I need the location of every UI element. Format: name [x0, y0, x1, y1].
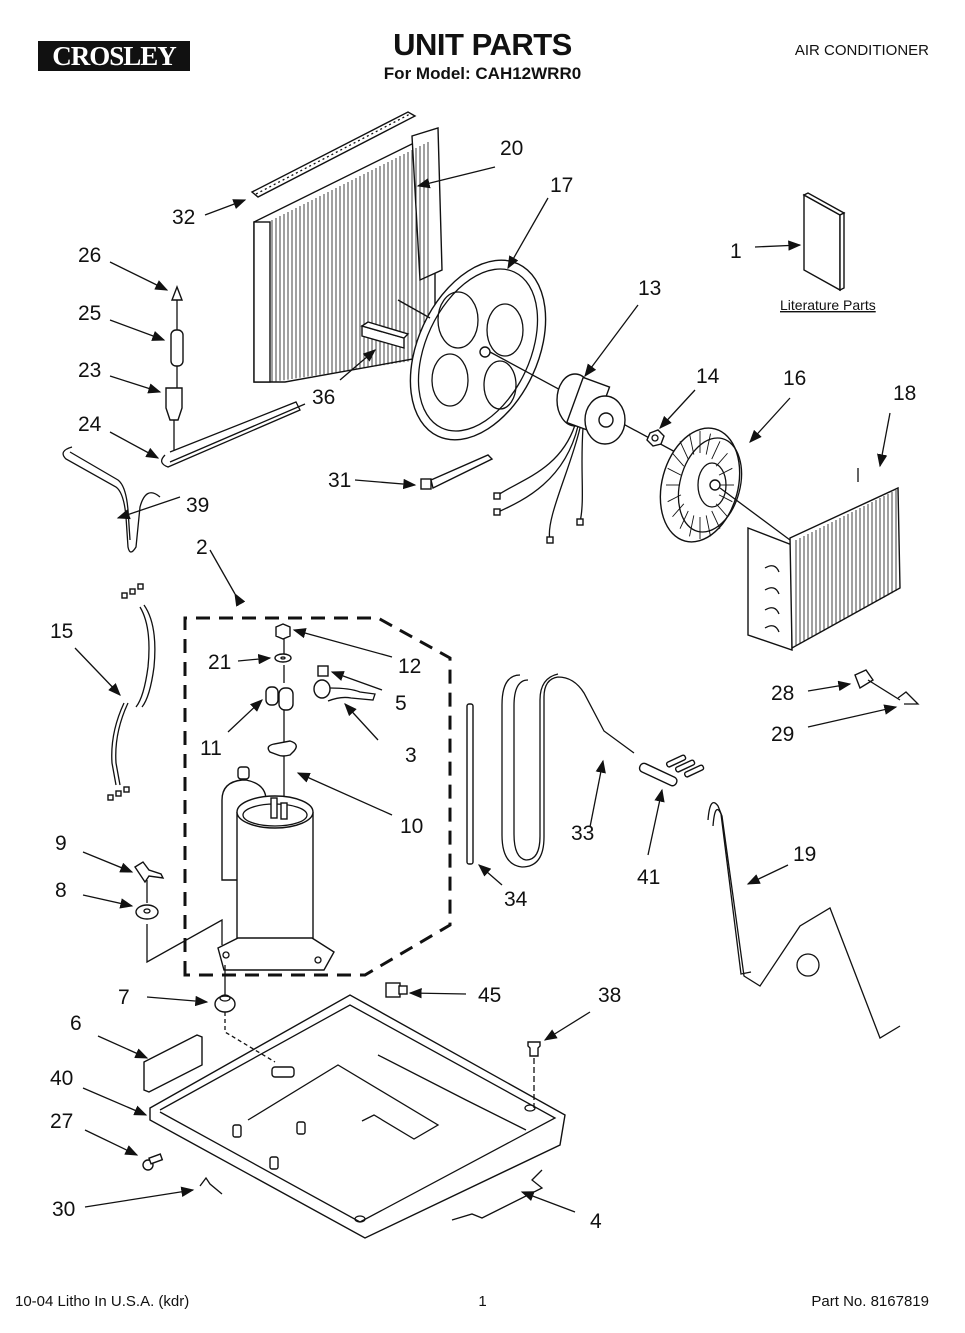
callout-7: 7	[118, 986, 130, 1009]
callout-8: 8	[55, 879, 67, 902]
part-33-capillary-tube[interactable]	[501, 673, 635, 868]
callout-13: 13	[638, 277, 661, 300]
part-12-nut[interactable]	[275, 623, 291, 640]
callout-24: 24	[78, 413, 102, 436]
product-category: AIR CONDITIONER	[794, 42, 929, 59]
part-16-blower-wheel[interactable]	[648, 419, 751, 551]
part-28-bracket[interactable]	[854, 669, 874, 690]
callout-39: 39	[186, 494, 209, 517]
callout-45: 45	[478, 984, 501, 1007]
literature-parts-label: Literature Parts	[780, 297, 876, 313]
callout-36: 36	[312, 386, 335, 409]
callout-26: 26	[78, 244, 101, 267]
callout-11: 11	[200, 737, 222, 760]
part-14-nut[interactable]	[646, 429, 665, 447]
part-30-clip[interactable]	[199, 1176, 223, 1195]
part-5-overload-spring[interactable]	[317, 665, 329, 677]
callout-28: 28	[771, 682, 794, 705]
part-24-drain-tube[interactable]	[161, 401, 306, 468]
part-23-connector[interactable]	[165, 387, 183, 421]
callout-16: 16	[783, 367, 806, 390]
callout-12: 12	[398, 655, 421, 678]
part-38-plug[interactable]	[527, 1041, 541, 1057]
callout-4: 4	[590, 1210, 602, 1233]
page-title: UNIT PARTS	[393, 27, 572, 62]
part-7-mounting-grommet[interactable]	[214, 994, 236, 1013]
callout-3: 3	[405, 744, 417, 767]
part-40-base-pan[interactable]	[149, 994, 566, 1239]
callout-21: 21	[208, 651, 231, 674]
callout-23: 23	[78, 359, 101, 382]
part-13-fan-motor[interactable]	[489, 351, 691, 544]
part-21-washer[interactable]	[274, 653, 292, 663]
callout-10: 10	[400, 815, 423, 838]
part-8-grommet[interactable]	[135, 904, 159, 920]
callout-1: 1	[730, 240, 742, 263]
part-18-evaporator-coil[interactable]	[747, 468, 901, 651]
callout-14: 14	[696, 365, 720, 388]
callout-5: 5	[395, 692, 407, 715]
callout-34: 34	[504, 888, 528, 911]
part-36-foam-block[interactable]	[360, 321, 410, 349]
callout-9: 9	[55, 832, 67, 855]
model-subtitle: For Model: CAH12WRR0	[383, 64, 582, 83]
callout-41: 41	[637, 866, 660, 889]
part-10-terminal-gasket[interactable]	[267, 740, 297, 757]
part-31-cable-tie[interactable]	[420, 454, 494, 490]
callout-20: 20	[500, 137, 523, 160]
part-27-screw[interactable]	[142, 1153, 164, 1171]
callout-6: 6	[70, 1012, 82, 1035]
leader-lines	[74, 166, 898, 1213]
part-25-tube[interactable]	[170, 329, 184, 367]
part-15-wire-harness[interactable]	[107, 583, 156, 801]
part-4-base-assembly-break	[451, 1169, 544, 1221]
part-2-compressor-assembly-boundary	[183, 616, 452, 977]
callout-33: 33	[571, 822, 594, 845]
part-45-switch[interactable]	[385, 982, 408, 998]
part-11-terminal-cover[interactable]	[265, 686, 294, 711]
part-39-drain-clip[interactable]	[62, 446, 161, 553]
callout-30: 30	[52, 1198, 75, 1221]
part-29-clip[interactable]	[897, 691, 920, 705]
part-9-clip[interactable]	[134, 861, 165, 884]
callout-27: 27	[50, 1110, 73, 1133]
part-1-literature-manual[interactable]	[802, 192, 846, 292]
part-26-cap[interactable]	[170, 285, 184, 301]
callout-2: 2	[196, 536, 208, 559]
part-3-overload-protector[interactable]	[313, 679, 376, 702]
part-number: Part No. 8167819	[811, 1293, 929, 1310]
callout-17: 17	[550, 174, 573, 197]
brand-logo: CROSLEY	[38, 41, 190, 71]
callout-19: 19	[793, 843, 816, 866]
callout-31: 31	[328, 469, 351, 492]
callout-15: 15	[50, 620, 73, 643]
part-32-seal-strip[interactable]	[250, 111, 417, 198]
callout-38: 38	[598, 984, 621, 1007]
compressor	[217, 766, 335, 971]
part-19-tube[interactable]	[707, 802, 901, 1039]
callout-32: 32	[172, 206, 195, 229]
callout-18: 18	[893, 382, 916, 405]
page-number: 1	[478, 1293, 487, 1310]
part-41-manifold[interactable]	[638, 754, 705, 788]
print-info: 10-04 Litho In U.S.A. (kdr)	[15, 1293, 190, 1310]
part-20-condenser-coil[interactable]	[253, 127, 443, 383]
callout-40: 40	[50, 1067, 73, 1090]
part-34-tube[interactable]	[466, 703, 474, 865]
part-6-foam-strip[interactable]	[143, 1034, 203, 1093]
callout-25: 25	[78, 302, 101, 325]
callout-29: 29	[771, 723, 794, 746]
